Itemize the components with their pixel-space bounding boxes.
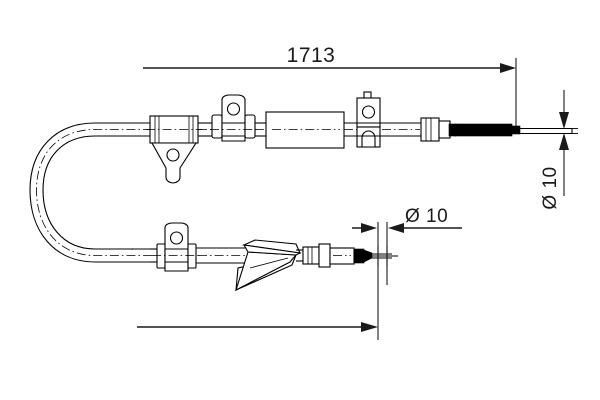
right-diameter-arrow-down [559,112,569,129]
double-hole-bracket-lower-hole [361,130,376,148]
cable-u-bend-centerline [36,129,152,256]
overall-length-label: 1713 [287,44,336,67]
lower-barrel-nipple [329,247,373,265]
lower-barrel-body [329,247,355,265]
overall-length-arrow-right [500,63,516,73]
ferrule-neck [438,120,451,139]
rubber-boot [235,239,302,292]
lower-branch [131,222,398,292]
upper-double-hole-bracket [356,91,381,148]
cable-u-bend-inner-wall [42,135,150,250]
overall-length-dimension: 1713 [143,44,517,130]
upper-clamp-body [149,115,199,144]
rubber-boot-crease [249,257,289,269]
lower-diameter-arrow-left [388,223,404,233]
ferrule-body [420,117,440,142]
rubber-boot-upper-fold [242,244,302,256]
upper-tab-collar-left [211,114,223,139]
double-hole-bracket-upper-hole [361,105,376,119]
lower-tab-bracket [131,222,200,272]
cable-u-bend-outer-wall [29,122,150,263]
right-end-diameter-dimension: Ø 10 [514,90,578,210]
upper-clamp-mount-hole [166,148,180,162]
lower-branch-length-dimension [137,322,378,332]
upper-tab-collar-right [244,114,256,139]
upper-tab-bracket [210,94,258,142]
ferrule-fitting [420,117,457,142]
upper-branch [29,91,573,263]
upper-rod-collar [510,125,521,135]
upper-clamp-mount-tab [151,142,198,184]
upper-tab-hole [226,102,241,116]
right-diameter-arrow-up [559,133,569,150]
lower-ferrule-flange [318,243,331,268]
lower-tab-plate [164,222,189,272]
right-diameter-label: Ø 10 [540,166,561,209]
rubber-boot-mid-vane [235,251,298,292]
upper-rod-end [510,125,573,135]
lower-barrel-cap [353,248,365,264]
lower-ferrule [302,243,331,268]
lower-diameter-label: Ø 10 [405,206,448,227]
lower-rod-end [370,246,398,266]
lower-tab-hole [169,231,184,245]
coil-spring-body [454,123,513,137]
lower-ferrule-body [302,246,320,265]
coil-spring [454,123,513,137]
lower-tab-collar-left [156,243,166,269]
lower-tab-collar-right [187,243,197,269]
damper-sleeve [265,111,345,149]
upper-tab-plate [221,94,246,142]
damper-sleeve-body [265,111,345,149]
lower-end-diameter-dimension: Ø 10 [352,206,462,340]
lower-diameter-arrow-right [361,223,377,233]
upper-clamp-bracket [146,115,202,184]
lower-branch-arrow-right [361,322,378,332]
